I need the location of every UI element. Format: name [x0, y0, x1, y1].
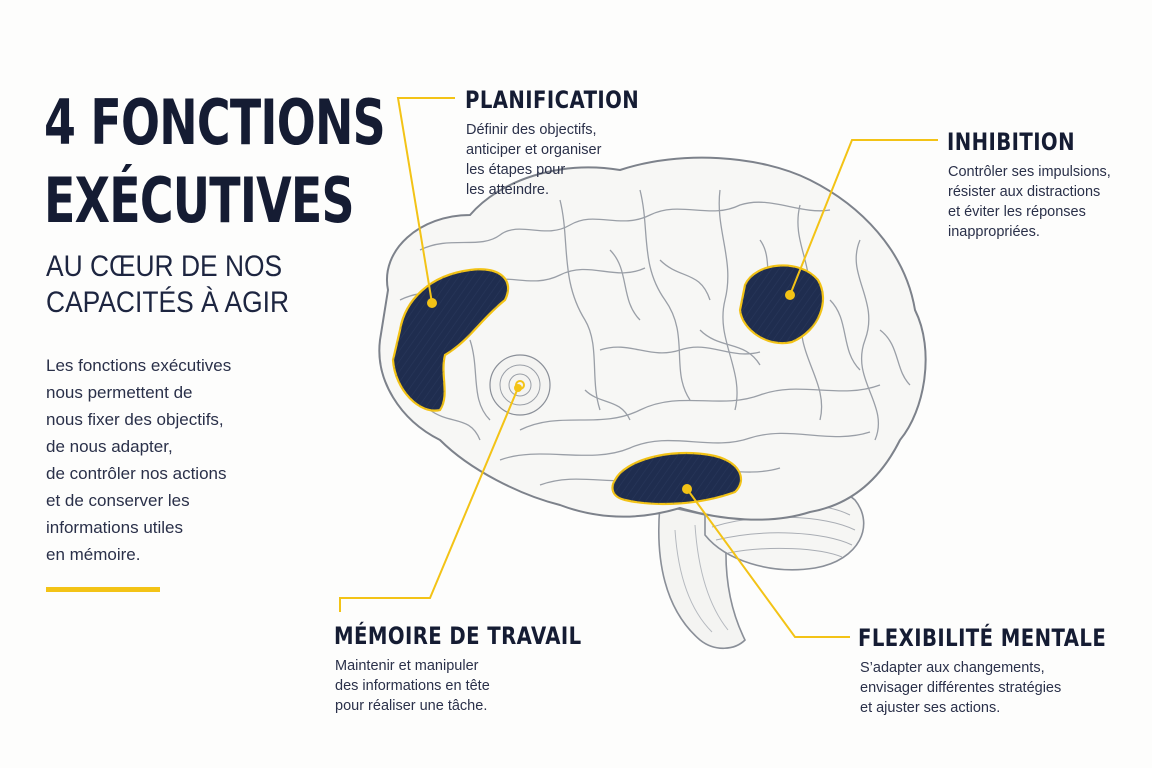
description-line: des informations en tête	[335, 678, 490, 694]
intro-line: informations utiles	[46, 518, 184, 537]
intro-line: de contrôler nos actions	[46, 464, 227, 483]
subtitle-line-2: CAPACITÉS À AGIR	[46, 286, 290, 319]
description-line: résister aux distractions	[948, 184, 1101, 200]
inhibition-dot	[785, 290, 795, 300]
description-line: envisager différentes stratégies	[860, 680, 1062, 696]
intro-paragraph: Les fonctions exécutives nous permettent…	[46, 352, 276, 568]
planification-leader	[396, 97, 455, 304]
intro-line: en mémoire.	[46, 545, 141, 564]
description-line: Maintenir et manipuler	[335, 658, 479, 674]
description-line: les atteindre.	[466, 182, 550, 198]
flexibilite-leader	[686, 488, 850, 638]
intro-line: nous permettent de	[46, 383, 193, 402]
intro-line: de nous adapter,	[46, 437, 173, 456]
memoire-description: Maintenir et manipuler des informations …	[335, 656, 490, 716]
description-line: inappropriées.	[948, 224, 1040, 240]
intro-line: nous fixer des objectifs,	[46, 410, 224, 429]
flexibilite-region	[611, 451, 743, 506]
flexibilite-dot	[682, 484, 692, 494]
memoire-leader	[339, 387, 519, 612]
title-line-1: 4 FONCTIONS	[44, 86, 386, 159]
flexibilite-description: S’adapter aux changements, envisager dif…	[860, 658, 1061, 718]
inhibition-region	[738, 264, 825, 345]
description-line: anticiper et organiser	[466, 142, 602, 158]
subtitle-line-1: AU CŒUR DE NOS	[46, 250, 283, 283]
planification-dot	[427, 298, 437, 308]
memoire-title: MÉMOIRE DE TRAVAIL	[334, 622, 582, 650]
planification-description: Définir des objectifs, anticiper et orga…	[466, 120, 601, 200]
inhibition-title: INHIBITION	[947, 128, 1075, 156]
title-line-2: EXÉCUTIVES	[44, 164, 355, 237]
planification-title: PLANIFICATION	[465, 86, 640, 114]
cerebrum	[378, 156, 927, 521]
planification-region	[391, 268, 510, 412]
memoire-dot	[514, 384, 522, 392]
inhibition-leader	[789, 139, 938, 296]
description-line: S’adapter aux changements,	[860, 660, 1045, 676]
intro-line: et de conserver les	[46, 491, 190, 510]
description-line: et éviter les réponses	[948, 204, 1086, 220]
leader-lines	[339, 97, 938, 638]
description-line: et ajuster ses actions.	[860, 700, 1001, 716]
intro-line: Les fonctions exécutives	[46, 356, 232, 375]
description-line: les étapes pour	[466, 162, 566, 178]
description-line: pour réaliser une tâche.	[335, 698, 488, 714]
leader-dots	[427, 290, 795, 494]
description-line: Contrôler ses impulsions,	[948, 164, 1111, 180]
description-line: Définir des objectifs,	[466, 122, 597, 138]
flexibilite-title: FLEXIBILITÉ MENTALE	[858, 624, 1107, 652]
inhibition-description: Contrôler ses impulsions, résister aux d…	[948, 162, 1111, 242]
accent-bar	[46, 587, 160, 592]
